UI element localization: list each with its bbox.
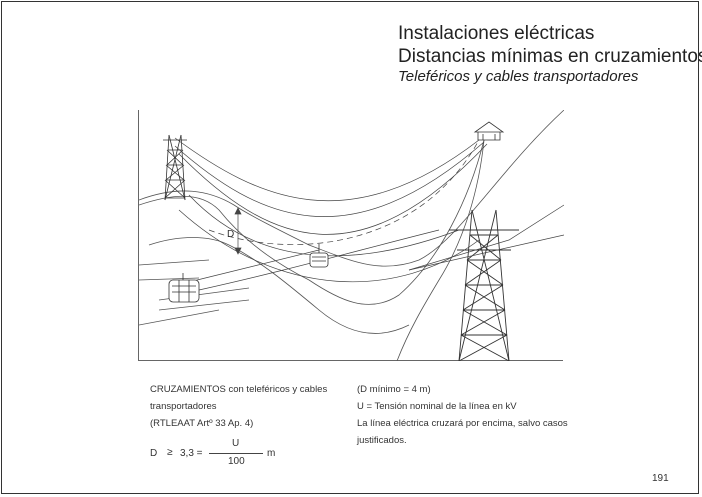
distance-label: D bbox=[227, 229, 234, 240]
cable-car-rope bbox=[188, 249, 320, 283]
note-minimum: (D mínimo = 4 m) bbox=[357, 384, 431, 395]
power-line bbox=[178, 209, 480, 283]
distance-marker bbox=[234, 207, 242, 255]
mountain-ridge-front bbox=[148, 237, 410, 334]
ground-line bbox=[158, 299, 250, 311]
page-subtitle: Distancias mínimas en cruzamientos bbox=[398, 46, 702, 67]
ground-line bbox=[139, 309, 220, 326]
page-title: Instalaciones eléctricas bbox=[398, 23, 595, 44]
hilltop-station bbox=[473, 121, 505, 141]
header: Instalaciones eléctricas Distancias míni… bbox=[398, 22, 702, 86]
formula-unit: m bbox=[267, 448, 276, 459]
notes: (D mínimo = 4 m) U = Tensión nominal de … bbox=[357, 381, 587, 449]
formula-denominator: 100 bbox=[228, 456, 245, 467]
power-line bbox=[408, 234, 564, 271]
power-line bbox=[174, 137, 480, 202]
note-rule: La línea eléctrica cruzará por encima, s… bbox=[357, 418, 568, 429]
power-line bbox=[188, 194, 460, 257]
power-line bbox=[408, 204, 564, 271]
note-rule-cont: justificados. bbox=[357, 435, 407, 446]
formula-numerator: U bbox=[232, 438, 240, 449]
cable-car-cabin-large bbox=[168, 273, 200, 303]
mountain-ridge-middle bbox=[139, 139, 485, 305]
ground-line bbox=[139, 277, 200, 281]
illustration-frame: D bbox=[138, 110, 564, 361]
power-line bbox=[178, 143, 488, 235]
mountain-slope bbox=[396, 139, 485, 361]
ground-line bbox=[139, 259, 210, 266]
description-line: transportadores bbox=[150, 401, 217, 412]
fraction-bar bbox=[209, 453, 263, 454]
cable-car-rope bbox=[208, 139, 480, 245]
left-pylon bbox=[163, 134, 187, 201]
section-title: Teleféricos y cables transportadores bbox=[398, 68, 639, 85]
formula-operator: ≥ bbox=[167, 447, 173, 458]
distance-formula: D ≥ 3,3 = U 100 m bbox=[150, 438, 290, 468]
cable-car-cabin-small bbox=[309, 244, 329, 268]
page-number: 191 bbox=[652, 473, 669, 484]
regulation-reference: (RTLEAAT Artº 33 Ap. 4) bbox=[150, 418, 254, 429]
formula-factor: 3,3 = bbox=[180, 448, 203, 459]
description-line: CRUZAMIENTOS con teleféricos y cables bbox=[150, 384, 328, 395]
formula-lhs: D bbox=[150, 448, 158, 459]
cable-car-crossing-illustration: D bbox=[139, 110, 564, 361]
mountain-ridge-back bbox=[139, 110, 564, 267]
note-voltage: U = Tensión nominal de la línea en kV bbox=[357, 401, 517, 412]
right-pylon bbox=[449, 209, 519, 361]
crossing-description: CRUZAMIENTOS con teleféricos y cables tr… bbox=[150, 381, 350, 432]
power-line bbox=[174, 141, 485, 217]
